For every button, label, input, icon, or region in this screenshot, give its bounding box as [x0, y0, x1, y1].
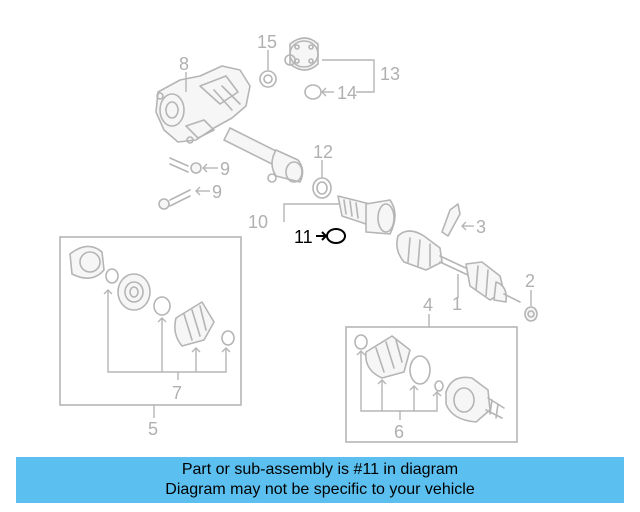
- kit-5-box: [59, 236, 242, 418]
- callout-2: 2: [525, 271, 535, 291]
- info-banner: Part or sub-assembly is #11 in diagram D…: [16, 457, 624, 503]
- part-10-intermediate-shaft: [337, 195, 396, 235]
- leader-10: [283, 203, 340, 222]
- callout-11: 11: [294, 227, 313, 247]
- part-15-seal: [259, 50, 277, 88]
- callout-15: 15: [257, 32, 277, 52]
- kit-5-parts: [69, 245, 235, 347]
- callout-6: 6: [394, 422, 404, 442]
- kit-4-box: [345, 314, 518, 443]
- callout-9b: 9: [212, 182, 222, 202]
- banner-line-2: Diagram may not be specific to your vehi…: [165, 481, 475, 498]
- part-11-oring: [316, 228, 346, 244]
- parts-diagram: 15 13 14 8: [59, 32, 538, 443]
- callout-3: 3: [476, 217, 486, 237]
- part-8-differential: [155, 65, 251, 144]
- part-9b-bolt: [158, 186, 210, 210]
- callout-8: 8: [179, 54, 189, 74]
- callout-10: 10: [248, 212, 268, 232]
- callout-1: 1: [452, 294, 462, 314]
- callout-7: 7: [172, 383, 182, 403]
- callout-12: 12: [313, 142, 333, 162]
- kit-4-parts: [354, 334, 505, 423]
- leader-7: [107, 290, 227, 373]
- callout-9a: 9: [220, 159, 230, 179]
- leader-6: [360, 351, 438, 412]
- callout-4: 4: [423, 295, 433, 315]
- callout-5: 5: [148, 419, 158, 439]
- part-1-axle-shaft: [396, 230, 521, 303]
- axle-tube: [223, 127, 304, 183]
- callout-13: 13: [380, 64, 400, 84]
- part-13-flange: [284, 37, 319, 71]
- part-14-oring: [304, 84, 334, 100]
- part-9a-bolt: [169, 157, 218, 174]
- callout-14: 14: [337, 83, 357, 103]
- part-12-seal: [312, 160, 332, 199]
- part-2-nut: [524, 290, 538, 322]
- leader-13: [322, 59, 375, 93]
- part-3-bracket: [441, 203, 474, 237]
- banner-line-1: Part or sub-assembly is #11 in diagram: [181, 461, 459, 478]
